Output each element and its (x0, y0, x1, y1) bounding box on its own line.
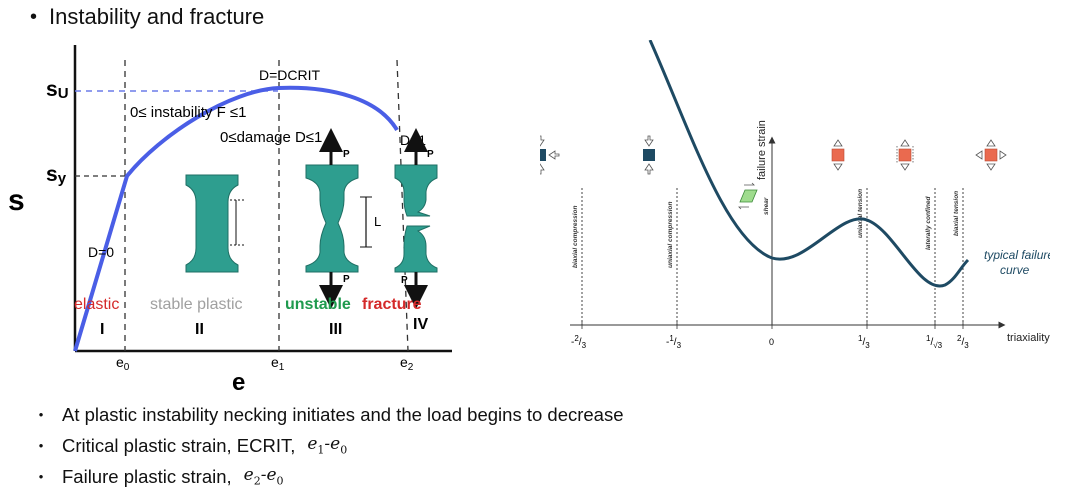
e2-tick-label: e2 (400, 354, 414, 373)
region-roman-3: III (329, 321, 342, 338)
stress-strain-diagram: s e sU sy e0 e1 e2 D=DCRIT 0≤ instabilit… (8, 45, 452, 396)
state-label-biaxial-compression: biaxial compression (572, 205, 579, 268)
bullet-dot: • (30, 5, 38, 28)
svg-text:1/√3: 1/√3 (926, 334, 943, 350)
d1-label: D=1 (400, 132, 426, 148)
tick-neg-one-third: -1/3 (666, 321, 682, 350)
load-label-top: P (343, 149, 350, 160)
svg-text:-2/3: -2/3 (571, 334, 587, 350)
strain-expression-failure: e2-e0 (243, 465, 284, 488)
title-text: Instability and fracture (49, 4, 265, 29)
curve-label-line-1: typical failure (984, 248, 1050, 262)
su-label: sU (46, 78, 69, 102)
region-roman-2: II (195, 321, 204, 338)
bullet-item: • Failure plastic strain, e2-e0 (30, 461, 624, 492)
specimen-fractured: P P (394, 128, 438, 309)
tick-one-over-root-three: 1/√3 (926, 321, 943, 350)
e1-tick-label: e1 (271, 354, 285, 373)
state-label-biaxial-tension: biaxial tension (953, 191, 960, 236)
slide-title: • Instability and fracture (30, 4, 264, 30)
tick-two-thirds: 2/3 (957, 321, 969, 350)
load-label-bottom: P (343, 274, 350, 285)
specimen-unstable: P P L (305, 128, 381, 309)
failure-strain-axis-label: failure strain (756, 120, 768, 180)
tick-zero: 0 (769, 321, 774, 347)
biaxial-compression-icon (540, 135, 560, 175)
laterally-confined-icon (896, 139, 914, 171)
state-label-uniaxial-compression: uniaxial compression (667, 202, 674, 268)
specimen-stable (185, 174, 244, 273)
y-axis-label: s (8, 184, 25, 217)
svg-text:0: 0 (769, 337, 774, 347)
damage-label: 0≤damage D≤1 (220, 129, 322, 146)
dcrit-label: D=DCRIT (259, 67, 321, 83)
state-label-shear: shear (763, 197, 770, 215)
shear-icon (738, 182, 758, 210)
biaxial-tension-icon (975, 139, 1007, 171)
bullet-dot: • (38, 407, 44, 422)
svg-text:2/3: 2/3 (957, 334, 969, 350)
bullet-list: • At plastic instability necking initiat… (30, 399, 624, 492)
uniaxial-tension-icon (831, 139, 845, 171)
region-roman-1: I (100, 321, 104, 338)
bullet-item: • Critical plastic strain, ECRIT, e1-e0 (30, 430, 624, 461)
state-label-laterally-confined: laterally confined (925, 196, 932, 250)
failure-strain-diagram: failure strain triaxiality biaxial compr… (540, 40, 1050, 350)
stress-strain-curve (73, 85, 399, 352)
tick-neg-two-thirds: -2/3 (571, 321, 587, 350)
state-label-uniaxial-tension: uniaxial tension (857, 189, 864, 238)
bullet-item: • At plastic instability necking initiat… (30, 399, 624, 430)
fracture-load-label-bottom: P (401, 275, 408, 286)
sy-label: sy (46, 163, 67, 187)
curve-label-line-2: curve (1000, 263, 1030, 277)
svg-text:-1/3: -1/3 (666, 334, 682, 350)
bullet-text: Failure plastic strain, (62, 465, 232, 487)
tick-one-third: 1/3 (858, 321, 870, 350)
typical-failure-curve (648, 40, 970, 288)
region-label-elastic: elastic (74, 296, 119, 313)
region-label-stable-plastic: stable plastic (150, 296, 243, 313)
instability-label: 0≤ instability F ≤1 (130, 104, 247, 121)
svg-text:1/3: 1/3 (858, 334, 870, 350)
region-label-unstable: unstable (285, 296, 351, 313)
triaxiality-axis-label: triaxiality (1007, 332, 1050, 344)
bullet-dot: • (38, 469, 44, 484)
bullet-text: At plastic instability necking initiates… (62, 403, 624, 425)
length-label: L (374, 214, 381, 229)
strain-expression-ecrit: e1-e0 (307, 434, 348, 457)
bullet-dot: • (38, 438, 44, 453)
uniaxial-compression-icon (643, 135, 655, 175)
d0-label: D=0 (88, 244, 114, 260)
bullet-text: Critical plastic strain, ECRIT, (62, 434, 296, 456)
x-axis-label: e (232, 369, 245, 396)
e0-tick-label: e0 (116, 354, 130, 373)
region-label-fracture: fracture (362, 296, 422, 313)
region-roman-4: IV (413, 316, 428, 333)
fracture-load-label-top: P (427, 149, 434, 160)
